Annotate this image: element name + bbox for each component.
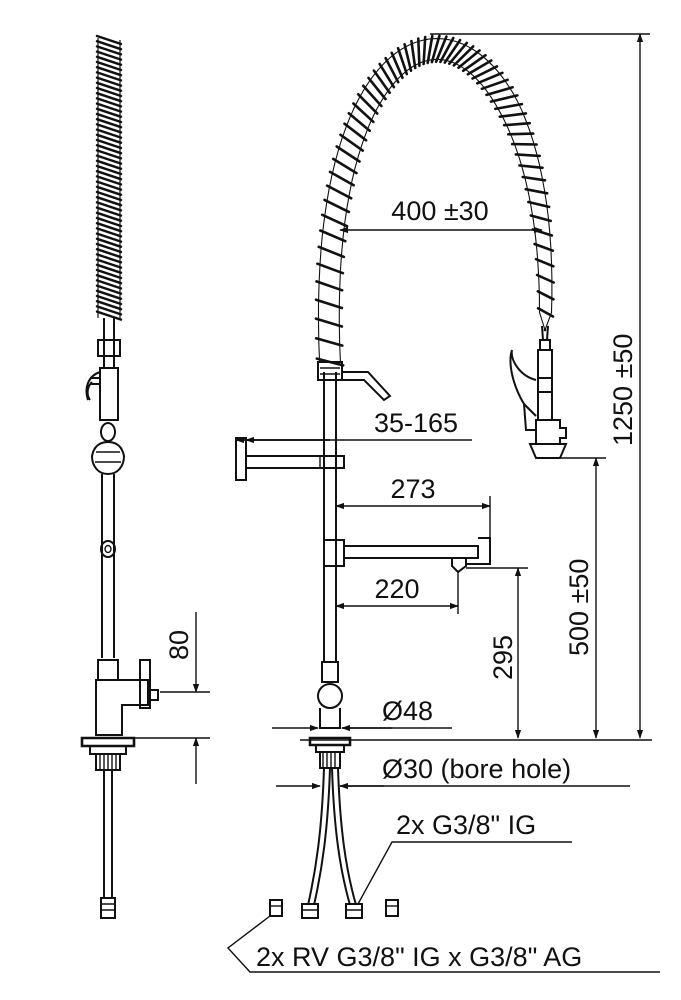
front-view-hose-coil <box>314 34 556 367</box>
spray-height-label: 500 ±50 <box>564 559 594 656</box>
front-view: 400 ±30 35-165 273 220 295 500 ±50 1250 … <box>226 33 660 973</box>
spout-inner-label: 220 <box>374 574 419 604</box>
wall-bracket-label: 35-165 <box>374 408 458 438</box>
connection-callout: 2x G3/8" IG <box>396 810 536 840</box>
base-diameter-label: Ø48 <box>382 696 433 726</box>
overall-height-label: 1250 ±50 <box>608 334 638 446</box>
hose-reach-label: 400 ±30 <box>391 196 488 226</box>
check-valve-callout: 2x RV G3/8" IG x G3/8" AG <box>256 942 582 972</box>
lever-height-label: 80 <box>164 630 194 660</box>
spout-height-label: 295 <box>488 635 518 680</box>
bore-hole-label: Ø30 (bore hole) <box>382 754 571 784</box>
side-view: 80 <box>80 34 210 919</box>
swivel-spout-label: 273 <box>390 474 435 504</box>
side-view-hose-coil <box>95 34 123 321</box>
